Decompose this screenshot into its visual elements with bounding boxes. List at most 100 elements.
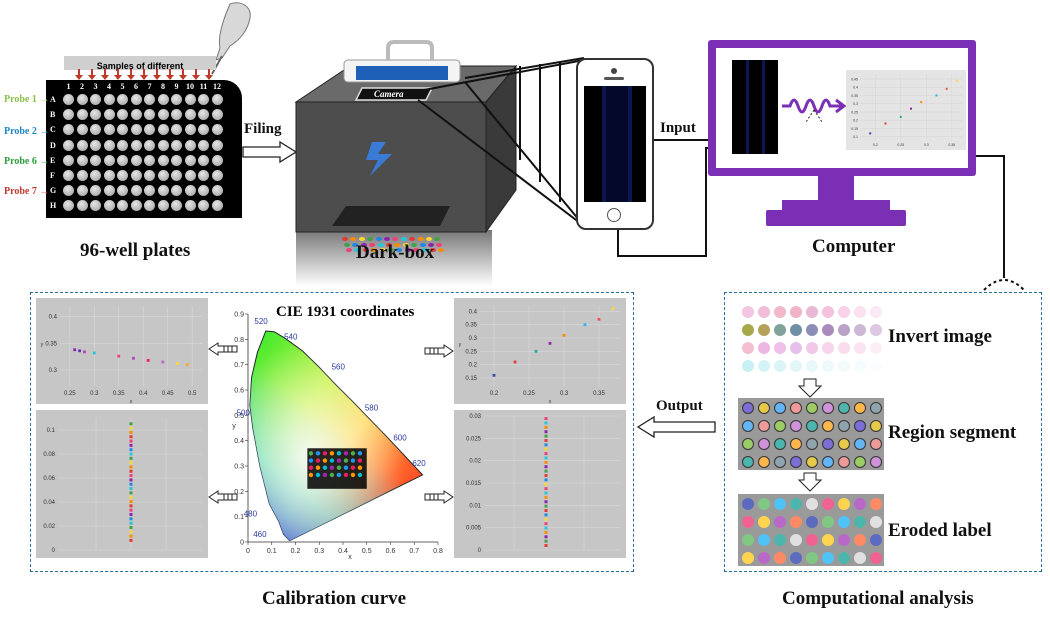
wavelength-label: 620 [412, 459, 426, 468]
well [130, 94, 142, 105]
well [103, 139, 115, 151]
analysis-well [774, 498, 786, 510]
darkbox-well [384, 237, 390, 241]
data-point [129, 487, 133, 491]
x-tick-label: 0.1 [267, 548, 277, 555]
well-plate-section: Samples of different concentrations 1234… [0, 0, 260, 270]
data-point [544, 421, 548, 425]
cie-well [322, 458, 328, 463]
monitor-neck [818, 176, 854, 200]
well [211, 154, 223, 166]
data-point [129, 456, 133, 460]
cie-well [336, 458, 342, 463]
analysis-well [822, 438, 834, 450]
well [130, 185, 142, 197]
cie-well [308, 451, 314, 456]
darkbox-wells [342, 237, 446, 255]
y-tick-label: 0.15 [465, 376, 477, 382]
y-tick-label: 0.7 [234, 362, 244, 369]
darkbox-well [369, 242, 376, 247]
well [76, 109, 88, 121]
analysis-well [854, 360, 866, 372]
well [144, 124, 155, 136]
darkbox-well [400, 237, 407, 241]
darkbox-well [404, 248, 411, 252]
data-point [129, 422, 133, 426]
cie-well [315, 472, 321, 478]
data-point [544, 513, 548, 517]
data-point [129, 530, 133, 534]
data-point [544, 434, 548, 438]
plate-column-label: 1 [66, 82, 71, 91]
analysis-well [742, 360, 754, 372]
analysis-well [870, 342, 882, 354]
y-tick-label: 0.25 [465, 349, 477, 355]
analysis-well [870, 324, 882, 336]
well [130, 139, 142, 151]
down-arrow-icon-1 [798, 378, 822, 398]
well [103, 94, 115, 105]
well [90, 200, 101, 212]
analysis-well [822, 402, 834, 414]
data-point [544, 526, 548, 530]
analysis-well [774, 534, 786, 546]
data-point [544, 530, 548, 534]
darkbox-section: Camera Dark-box [290, 30, 520, 290]
well [144, 94, 155, 105]
analysis-well [838, 516, 850, 528]
y-tick-label: 0.35 [851, 94, 858, 98]
analysis-well [870, 552, 882, 564]
x-tick-label: 0.4 [139, 391, 148, 397]
analysis-well [806, 498, 818, 510]
x-tick-label: 0.35 [593, 391, 605, 397]
plate-column-label: 8 [161, 82, 165, 91]
well [171, 200, 182, 212]
pipette-hand-icon [211, 2, 251, 75]
monitor-plot-bg [846, 70, 966, 150]
analysis-well [870, 456, 882, 468]
darkbox-well [396, 248, 403, 252]
well [130, 200, 142, 212]
analysis-well [838, 438, 850, 450]
well [76, 185, 88, 197]
well [144, 200, 155, 212]
plate-row-label: E [50, 155, 56, 165]
well [184, 200, 196, 212]
x-tick-label: 0.3 [560, 391, 569, 397]
data-point [544, 452, 548, 456]
sample-arrows [75, 69, 213, 80]
data-point [544, 443, 548, 447]
data-point [129, 465, 133, 469]
analysis-well [854, 456, 866, 468]
data-point [129, 500, 133, 504]
data-point [544, 539, 548, 543]
darkbox-well [430, 248, 436, 252]
darkbox-well [354, 248, 361, 252]
x-axis-label: x [549, 399, 552, 404]
analysis-well [822, 342, 834, 354]
well [63, 185, 74, 197]
data-point [544, 473, 548, 477]
analysis-well [758, 342, 770, 354]
data-point [129, 452, 133, 456]
data-point [129, 534, 133, 538]
plate-column-label: 4 [107, 82, 111, 91]
plate-column-label: 6 [134, 82, 138, 91]
cie-well [343, 451, 349, 456]
analysis-well [822, 306, 834, 318]
output-label: Output [656, 398, 703, 414]
well [198, 200, 209, 212]
y-tick-label: 0.35 [45, 341, 57, 347]
analysis-well [742, 342, 754, 354]
analysis-well [742, 420, 754, 432]
well [144, 109, 155, 121]
well [103, 185, 115, 197]
x-tick-label: 0.3 [924, 143, 929, 147]
well [211, 200, 223, 212]
well [198, 170, 209, 181]
analysis-well [806, 306, 818, 318]
y-axis-label: y [41, 342, 44, 348]
analysis-well [822, 456, 834, 468]
